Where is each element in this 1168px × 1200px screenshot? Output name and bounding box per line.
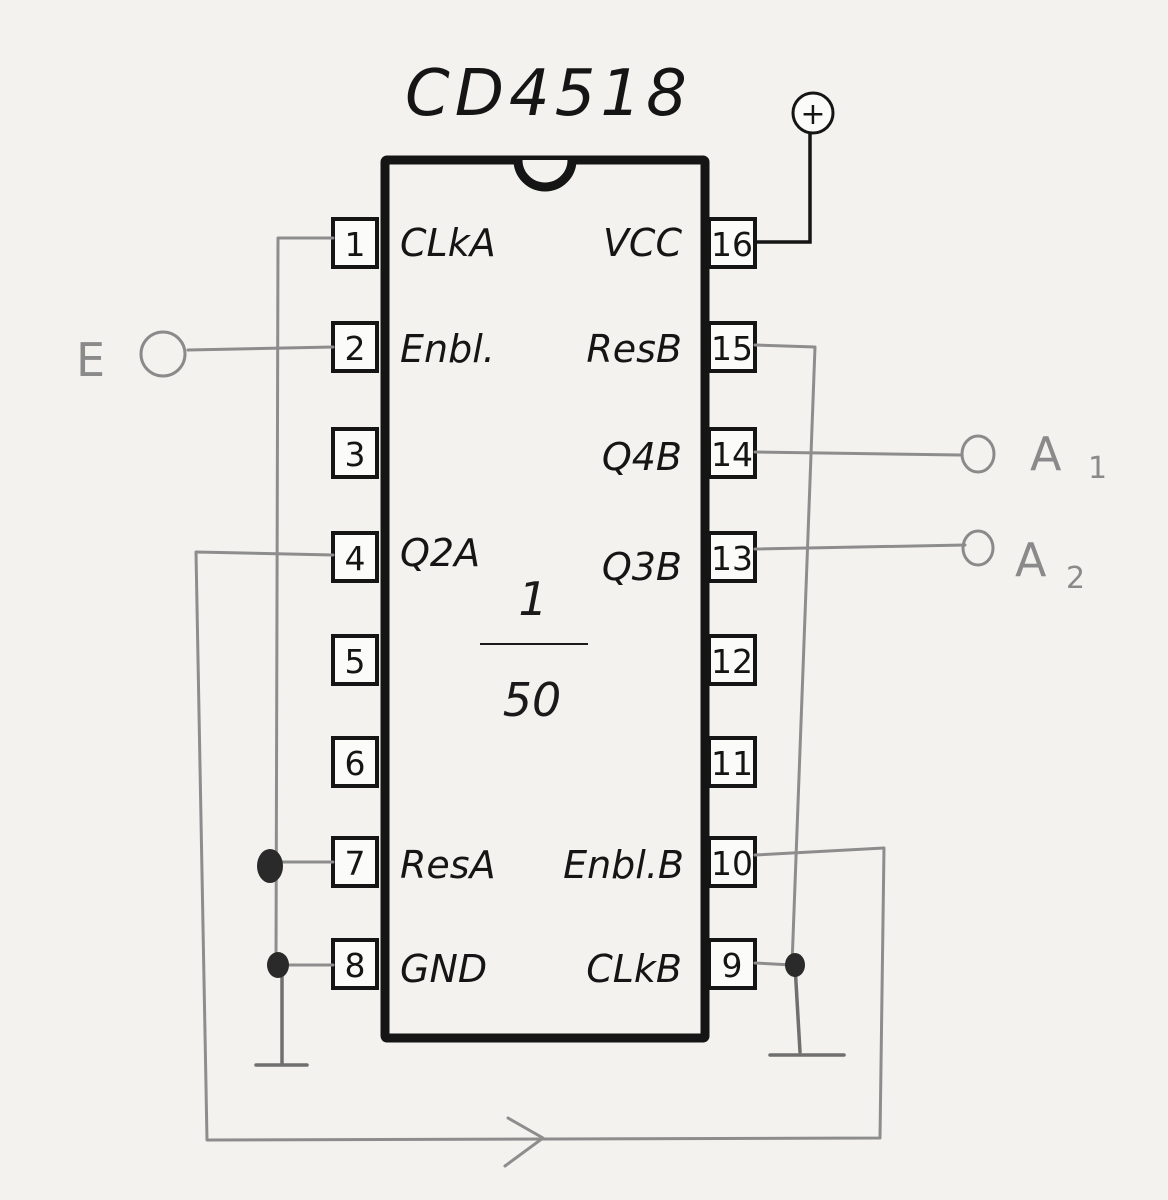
pin-5: 5 [331, 634, 379, 686]
division-ratio: 1 50 [480, 572, 588, 727]
junction-dot-pin9 [785, 953, 805, 977]
junction-dot-pin7 [257, 849, 283, 883]
division-denominator: 50 [503, 673, 562, 727]
output-1-letter: A [1030, 427, 1062, 481]
pin-4: 4 Q2A [331, 531, 480, 583]
pin-7-label: ResA [400, 843, 496, 887]
pin-14: 14 Q4B [602, 427, 757, 479]
pin-7-number: 7 [345, 844, 366, 883]
output-2-subscript: 2 [1066, 561, 1085, 596]
pin-6-number: 6 [345, 744, 366, 783]
pin-8: 8 GND [331, 938, 487, 991]
output-1-subscript: 1 [1088, 451, 1107, 486]
pin-13: 13 Q3B [602, 531, 757, 589]
input-terminal-e: E [76, 330, 187, 387]
output-2-terminal-icon [961, 529, 995, 567]
pin-14-number: 14 [711, 435, 753, 474]
pin-2-label: Enbl. [400, 327, 495, 371]
pin-1-label: CLkA [400, 221, 496, 265]
pin-16-number: 16 [711, 225, 753, 264]
power-symbol: + [800, 97, 825, 132]
loop-arrow-icon [503, 1116, 545, 1168]
pin-1-number: 1 [345, 225, 366, 264]
chip-title: CD4518 [405, 57, 692, 131]
junction-dot-pin8 [267, 952, 289, 978]
pin-10-number: 10 [711, 844, 753, 883]
pin-15-number: 15 [711, 329, 753, 368]
output-2-letter: A [1015, 533, 1047, 587]
pin-15-label: ResB [586, 327, 682, 371]
ic-notch [513, 159, 577, 192]
pin-11-number: 11 [711, 744, 753, 783]
pin-10: 10 Enbl.B [563, 836, 757, 888]
pin-2: 2 Enbl. [331, 321, 495, 373]
pin-4-number: 4 [345, 539, 366, 578]
pin-13-number: 13 [711, 539, 753, 578]
input-terminal-icon [139, 330, 187, 378]
output-1-terminal-icon [960, 434, 996, 474]
pin-5-number: 5 [345, 642, 366, 681]
pin-12-number: 12 [711, 642, 753, 681]
pin-6: 6 [331, 736, 379, 788]
pin-7: 7 ResA [331, 836, 496, 888]
pin-11: 11 [707, 736, 757, 788]
pin-16: 16 VCC [603, 217, 757, 269]
pin-9-label: CLkB [586, 947, 682, 991]
pin-2-number: 2 [345, 329, 366, 368]
pin-12: 12 [707, 634, 757, 686]
output-terminal-a2: A 2 [961, 529, 1085, 596]
pin-9-number: 9 [722, 946, 743, 985]
pin-8-label: GND [400, 947, 487, 991]
pin-3-number: 3 [345, 435, 366, 474]
pin-15: 15 ResB [586, 321, 757, 373]
pin-16-label: VCC [603, 221, 683, 265]
pin-8-number: 8 [345, 946, 366, 985]
pin-1: 1 CLkA [331, 217, 496, 269]
output-terminal-a1: A 1 [960, 427, 1107, 486]
wiring-right [753, 343, 967, 1057]
pin-14-label: Q4B [602, 435, 682, 479]
pin-10-label: Enbl.B [563, 843, 684, 887]
pin-4-label: Q2A [400, 531, 480, 575]
pin-13-label: Q3B [602, 545, 682, 589]
plus-terminal-icon [791, 91, 835, 135]
input-letter: E [76, 333, 105, 387]
power-supply: + [755, 91, 835, 244]
pin-9: 9 CLkB [586, 938, 757, 991]
pin-3: 3 [331, 427, 379, 479]
division-numerator: 1 [518, 572, 547, 626]
